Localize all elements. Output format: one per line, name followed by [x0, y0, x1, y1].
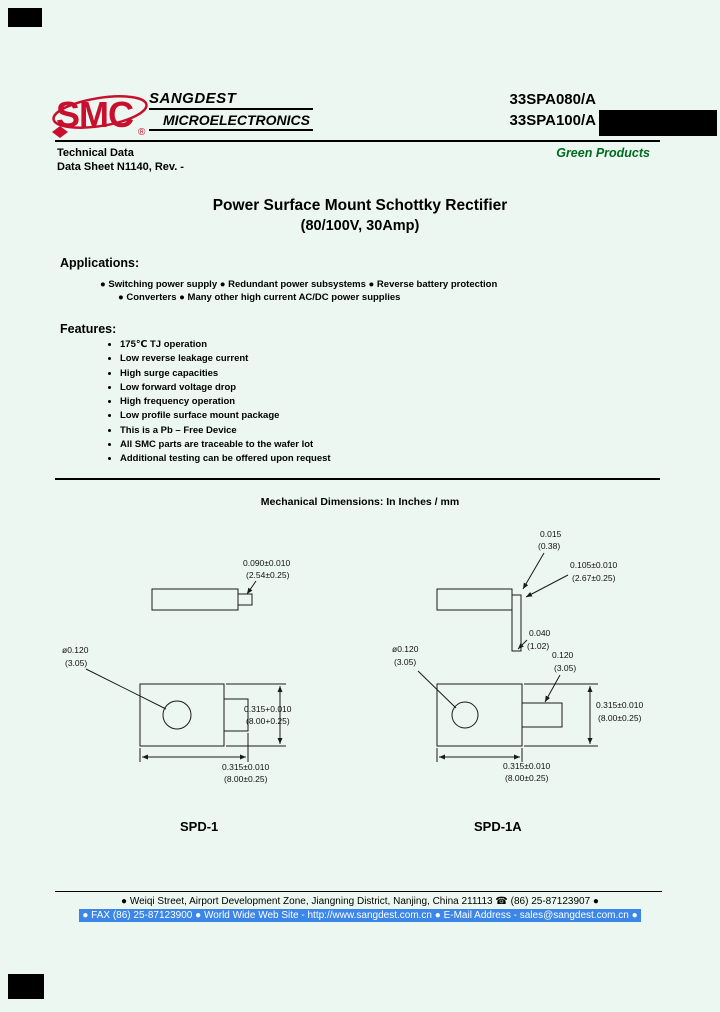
spd1a-hole-in: ø0.120	[392, 644, 419, 654]
spd1-hole-in: ø0.120	[62, 645, 89, 655]
feature-item: Low reverse leakage current	[120, 352, 331, 366]
spd1a-lead-w-in: 0.120	[552, 650, 574, 660]
mechanical-drawings: 0.090±0.010 (2.54±0.25) ø0.120 (3.05) 0.…	[62, 529, 643, 834]
spd1a-side-lead	[511, 594, 522, 652]
datasheet-revision: Data Sheet N1140, Rev. -	[57, 161, 184, 173]
part-numbers: 33SPA080/A 33SPA100/A	[470, 89, 596, 131]
applications-line1: ● Switching power supply ● Redundant pow…	[100, 279, 498, 290]
spd1a-top-body	[436, 683, 523, 747]
feature-item: High surge capacities	[120, 367, 331, 381]
spd1a-lead-thk-mm: (0.38)	[538, 541, 560, 551]
spd1-length-dimension	[139, 733, 249, 762]
spd1-top-tab	[223, 698, 249, 732]
company-name-line2: MICROELECTRONICS	[149, 110, 313, 131]
spd1-thickness-mm: (2.54±0.25)	[246, 570, 290, 580]
spd1a-label: SPD-1A	[474, 819, 522, 834]
spd1a-lead-thk-in: 0.015	[540, 529, 562, 539]
spd1a-drawing: 0.015 (0.38) 0.105±0.010 (2.67±0.25) 0.0…	[392, 529, 643, 834]
logo-registered-icon: ®	[138, 127, 146, 138]
feature-item: Additional testing can be offered upon r…	[120, 452, 331, 466]
feature-item: 175℃ TJ operation	[120, 338, 331, 352]
spd1a-lead-w-mm: (3.05)	[554, 663, 576, 673]
spd1-side-tab	[237, 593, 253, 606]
green-products-label: Green Products	[556, 146, 650, 160]
part-number-2: 33SPA100/A	[509, 112, 596, 129]
applications-heading: Applications:	[60, 256, 140, 270]
spd1-hole-mm: (3.05)	[65, 658, 87, 668]
registration-mark-top-left	[8, 8, 42, 27]
page-title-line2: (80/100V, 30Amp)	[300, 218, 420, 234]
spd1-side-body	[151, 588, 239, 611]
spd1a-hole-leader	[417, 670, 457, 709]
page-title-line1: Power Surface Mount Schottky Rectifier	[212, 197, 508, 214]
logo-diamond	[52, 126, 68, 138]
feature-item: Low forward voltage drop	[120, 381, 331, 395]
spd1a-hole-mm: (3.05)	[394, 657, 416, 667]
spd1-width-in: 0.315+0.010	[244, 704, 292, 714]
footer-address-line: ● Weiqi Street, Airport Development Zone…	[121, 896, 599, 907]
spd1-length-mm: (8.00±0.25)	[224, 774, 268, 784]
spd1-mounting-hole	[162, 700, 192, 730]
spd1a-width-in: 0.315±0.010	[596, 700, 643, 710]
spd1a-top-lead	[521, 702, 563, 728]
spd1-length-in: 0.315±0.010	[222, 762, 269, 772]
part-number-1: 33SPA080/A	[509, 91, 596, 108]
feature-item: This is a Pb – Free Device	[120, 424, 331, 438]
features-divider	[55, 478, 660, 480]
technical-data-label: Technical Data	[57, 147, 134, 159]
spd1a-mounting-hole	[451, 701, 479, 729]
mechanical-dimensions-heading: Mechanical Dimensions: In Inches / mm	[260, 496, 460, 508]
footer-contact-line: ● FAX (86) 25-87123900 ● World Wide Web …	[0, 909, 720, 922]
applications-line2: ● Converters ● Many other high current A…	[118, 292, 401, 303]
registration-mark-bottom-left	[8, 974, 44, 999]
spd1-width-dimension	[226, 683, 286, 747]
feature-item: High frequency operation	[120, 395, 331, 409]
spd1a-side-body	[436, 588, 513, 611]
footer-divider	[55, 891, 662, 892]
feature-item: All SMC parts are traceable to the wafer…	[120, 438, 331, 452]
spd1a-tab-in: 0.105±0.010	[570, 560, 617, 570]
spd1-thickness-in: 0.090±0.010	[243, 558, 290, 568]
company-name-line1: SANGDEST	[149, 90, 313, 110]
registration-mark-top-right	[599, 110, 717, 136]
spd1-drawing: 0.090±0.010 (2.54±0.25) ø0.120 (3.05) 0.…	[62, 558, 292, 834]
logo-text: SMC	[56, 94, 134, 135]
spd1a-length-in: 0.315±0.010	[503, 761, 550, 771]
features-list: 175℃ TJ operation Low reverse leakage cu…	[106, 338, 331, 467]
spd1a-length-mm: (8.00±0.25)	[505, 773, 549, 783]
technical-data-block: Technical Data Data Sheet N1140, Rev. -	[57, 146, 184, 174]
logo-swoosh	[52, 95, 148, 129]
features-heading: Features:	[60, 322, 117, 336]
smc-logo: SMC ®	[52, 94, 148, 138]
spd1a-lead-len-in: 0.040	[529, 628, 551, 638]
spd1-hole-leader	[85, 668, 167, 710]
spd1a-tab-mm: (2.67±0.25)	[572, 573, 616, 583]
footer-contact-highlighted-text: ● FAX (86) 25-87123900 ● World Wide Web …	[79, 909, 641, 922]
spd1a-width-mm: (8.00±0.25)	[598, 713, 642, 723]
company-name-block: SANGDEST MICROELECTRONICS	[149, 90, 313, 131]
spd1a-width-dimension	[524, 683, 598, 747]
feature-item: Low profile surface mount package	[120, 409, 331, 423]
spd1-width-mm: (8.00+0.25)	[246, 716, 290, 726]
spd1-label: SPD-1	[180, 819, 218, 834]
spd1-top-body	[139, 683, 225, 747]
spd1a-lead-len-mm: (1.02)	[527, 641, 549, 651]
spd1a-length-dimension	[436, 748, 523, 762]
header-divider	[55, 140, 660, 142]
